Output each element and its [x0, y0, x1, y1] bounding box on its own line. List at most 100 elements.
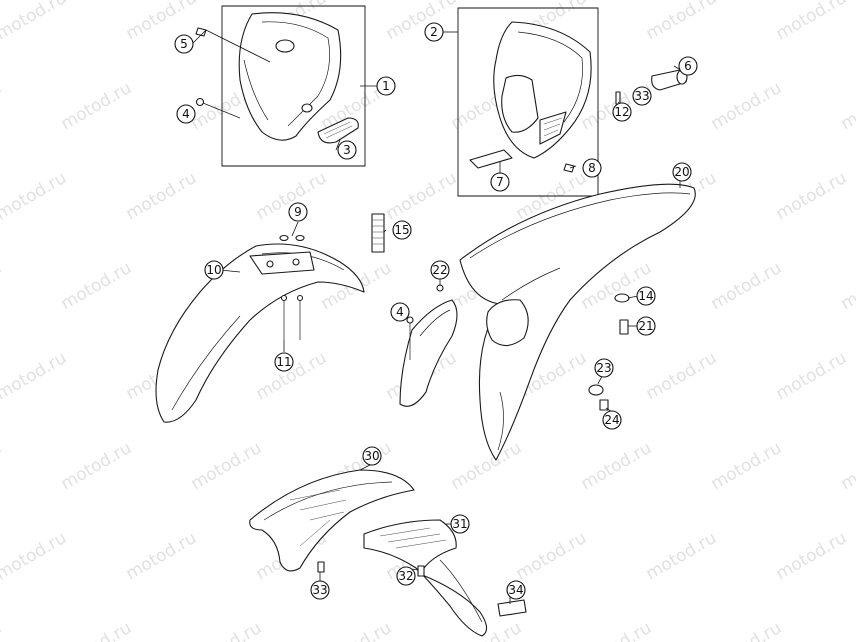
callout-number: 6 [684, 59, 692, 73]
watermark-text: motod.ru [838, 618, 856, 642]
watermark-text: motod.ru [838, 258, 856, 314]
callout-circle [430, 260, 450, 280]
callout-12: 12 [612, 102, 632, 122]
callout-circle [450, 514, 470, 534]
callout-22: 22 [430, 260, 450, 280]
callout-number: 21 [638, 319, 653, 333]
watermark-text: motod.ru [773, 168, 851, 224]
group-frame-headlight-mask [221, 5, 366, 167]
callout-number: 7 [496, 175, 504, 189]
watermark-text: motod.ru [0, 348, 70, 404]
watermark-text: motod.ru [123, 168, 201, 224]
watermark-text: motod.ru [578, 438, 656, 494]
callout-number: 11 [276, 355, 291, 369]
watermark-text: motod.ru [643, 348, 721, 404]
callout-number: 32 [398, 569, 413, 583]
callout-circle [678, 56, 698, 76]
part-screw-4-top [195, 97, 241, 119]
callout-number: 15 [394, 223, 409, 237]
callout-10: 10 [204, 260, 224, 280]
watermark-text: motod.ru [578, 618, 656, 642]
callout-33: 33 [310, 580, 330, 600]
callout-circle [506, 580, 526, 600]
watermark-text: motod.ru [708, 618, 786, 642]
watermark-text: motod.ru [643, 528, 721, 584]
callout-number: 2 [430, 25, 438, 39]
watermark-text: motod.ru [513, 528, 591, 584]
part-screws-11 [280, 294, 304, 340]
callout-number: 22 [432, 263, 447, 277]
callout-circle [288, 202, 308, 222]
callout-circle [612, 102, 632, 122]
watermark-text: motod.ru [318, 618, 396, 642]
watermark-text: motod.ru [383, 168, 461, 224]
callout-32: 32 [396, 566, 416, 586]
callout-circle [337, 140, 357, 160]
callout-8: 8 [582, 158, 602, 178]
part-screw-8 [563, 163, 575, 173]
callout-number: 33 [312, 583, 327, 597]
callout-circle [392, 220, 412, 240]
callout-24: 24 [602, 410, 622, 430]
callout-circle [174, 34, 194, 54]
callout-6: 6 [678, 56, 698, 76]
watermark-text: motod.ru [838, 438, 856, 494]
callout-number: 10 [206, 263, 221, 277]
part-start-number-plate [493, 21, 592, 159]
callout-number: 4 [182, 107, 190, 121]
watermark-text: motod.ru [708, 258, 786, 314]
callout-5: 5 [174, 34, 194, 54]
watermark-text: motod.ru [0, 618, 5, 642]
watermark-text: motod.ru [58, 438, 136, 494]
watermark-text: motod.ru [0, 528, 70, 584]
callout-circle [602, 410, 622, 430]
callout-circle [636, 286, 656, 306]
callout-circle [376, 76, 396, 96]
callout-number: 4 [396, 305, 404, 319]
callout-34: 34 [506, 580, 526, 600]
watermark-text: motod.ru [773, 528, 851, 584]
watermark-text: motod.ru [0, 0, 70, 44]
callout-number: 34 [508, 583, 523, 597]
part-inner-fender-30 [249, 469, 415, 572]
watermark-text: motod.ru [0, 438, 5, 494]
callout-number: 3 [343, 143, 351, 157]
watermark-text: motod.ru [58, 618, 136, 642]
callout-circle [396, 566, 416, 586]
callout-7: 7 [490, 172, 510, 192]
part-front-fender [155, 243, 365, 423]
part-headlight-mask [238, 12, 342, 141]
callout-circle [582, 158, 602, 178]
watermark-text: motod.ru [0, 78, 5, 134]
callout-number: 1 [382, 79, 390, 93]
callout-3: 3 [337, 140, 357, 160]
watermark-text: motod.ru [773, 348, 851, 404]
callout-number: 9 [294, 205, 302, 219]
watermark-text: motod.ru [58, 78, 136, 134]
callout-number: 14 [638, 289, 653, 303]
watermark-text: motod.ru [838, 78, 856, 134]
part-screw-32 [417, 565, 425, 577]
callout-31: 31 [450, 514, 470, 534]
callout-circle [362, 446, 382, 466]
part-decal-7 [469, 149, 513, 169]
part-screw-33-bottom [317, 561, 325, 573]
callout-circle [632, 86, 652, 106]
callout-circle [424, 22, 444, 42]
callout-4: 4 [390, 302, 410, 322]
part-headlight-protector [317, 117, 359, 144]
callout-14: 14 [636, 286, 656, 306]
callout-number: 8 [588, 161, 596, 175]
watermark-text: motod.ru [188, 618, 266, 642]
callout-30: 30 [362, 446, 382, 466]
callout-21: 21 [636, 316, 656, 336]
watermark-text: motod.ru [708, 78, 786, 134]
callout-number: 20 [674, 165, 689, 179]
watermark-text: motod.ru [773, 0, 851, 44]
callout-11: 11 [274, 352, 294, 372]
part-rubber-clamp-6 [651, 69, 688, 91]
watermark-text: motod.ru [708, 438, 786, 494]
part-grommet-14 [614, 293, 630, 303]
